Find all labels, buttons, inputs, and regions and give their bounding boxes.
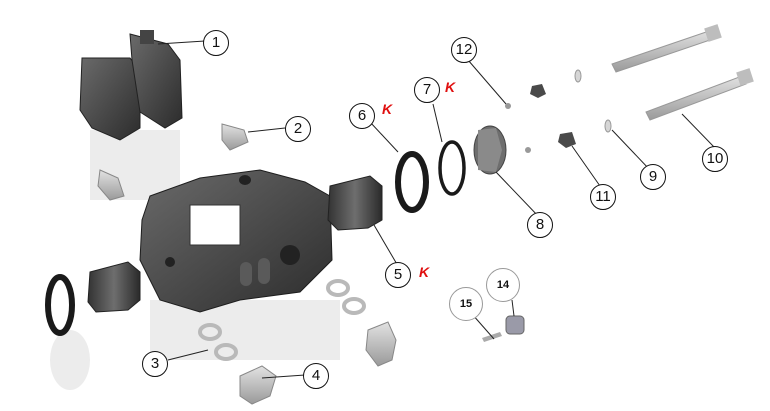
small-hardware [505, 69, 612, 153]
callout-3: 3 [142, 351, 168, 377]
callout-5: 5 [385, 262, 411, 288]
brake-pads [79, 30, 183, 141]
caliper-body [139, 169, 333, 313]
callout-15: 15 [449, 287, 483, 321]
piston-5 [327, 175, 383, 231]
callout-14: 14 [486, 268, 520, 302]
callout-6: 6 [349, 103, 375, 129]
floor-reflections [50, 130, 340, 390]
seal-6 [395, 151, 429, 213]
callout-8: 8 [527, 212, 553, 238]
callout-12: 12 [451, 37, 477, 63]
callout-2: 2 [285, 116, 311, 142]
callout-9: 9 [640, 164, 666, 190]
k-mark-5: K [419, 264, 430, 280]
bleed-nipples [97, 123, 249, 201]
banjo-fittings-4 [239, 321, 397, 405]
seal-7 [438, 140, 466, 196]
k-mark-6: K [382, 101, 393, 117]
callout-11: 11 [590, 184, 616, 210]
callout-10: 10 [702, 146, 728, 172]
k-mark-7: K [445, 79, 456, 95]
long-bolts-10 [611, 24, 754, 121]
washers-3 [198, 279, 366, 361]
parts-14-15 [482, 315, 525, 342]
leader-lines [157, 40, 716, 379]
callout-7: 7 [414, 77, 440, 103]
callout-1: 1 [203, 30, 229, 56]
dust-cap-8 [473, 125, 507, 175]
callout-4: 4 [303, 363, 329, 389]
left-piston [45, 261, 141, 336]
